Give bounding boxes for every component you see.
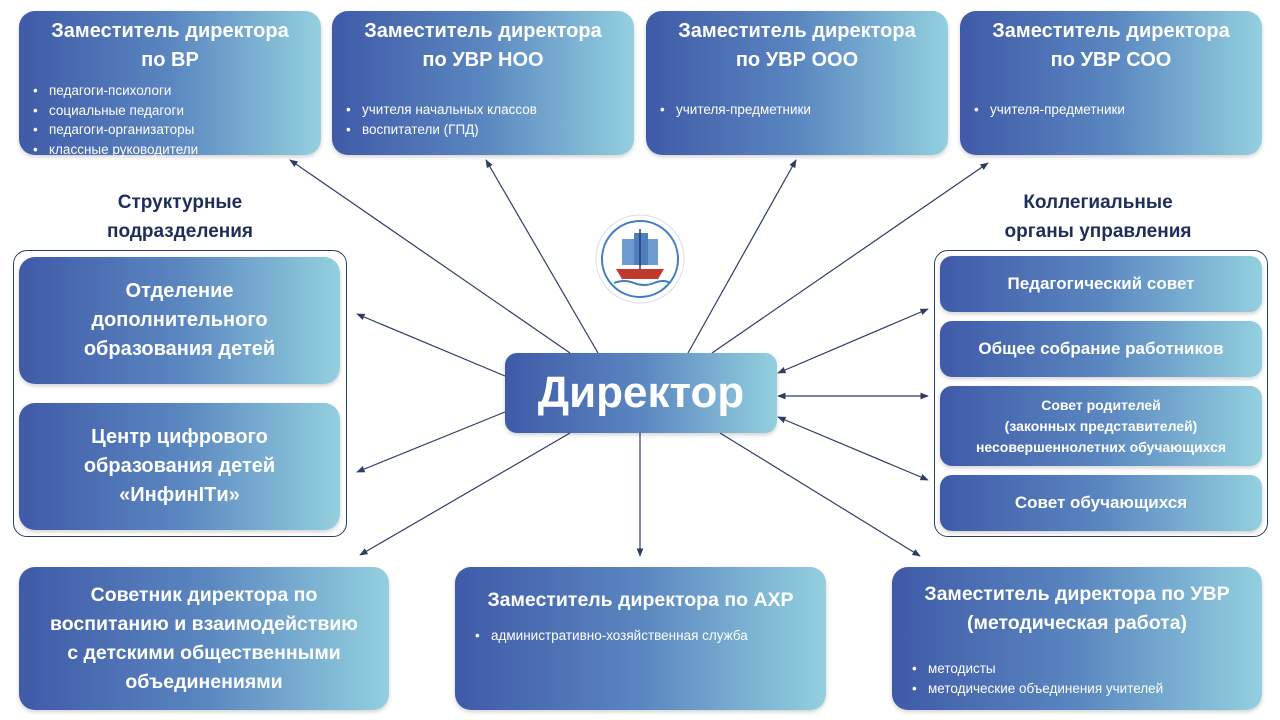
- deputy-uvr-metod-title: Заместитель директора по УВР (методическ…: [924, 583, 1230, 634]
- arrow-to-uvr-metod: [719, 432, 921, 557]
- deputy-ahr-title: Заместитель директора по АХР: [487, 589, 794, 611]
- arrow-to-noo: [485, 159, 599, 354]
- sovet-obuchayuschihsya-title: Совет обучающихся: [1014, 493, 1188, 512]
- deputy-uvr-metod-box: Заместитель директора по УВР (методическ…: [892, 567, 1262, 710]
- arrow-to-infiniti: [356, 411, 506, 473]
- deputy-uvr-noo-list: учителя начальных классов воспитатели (Г…: [332, 100, 634, 139]
- deputy-ahr-list: административно-хозяйственная служба: [455, 626, 826, 646]
- deputy-uvr-ooo-list: учителя-предметники: [646, 100, 948, 120]
- sovet-obuchayuschihsya-box: Совет обучающихся: [940, 475, 1262, 531]
- deputy-uvr-metod-list: методисты методические объединения учите…: [892, 659, 1262, 698]
- infiniti-box: Центр цифрового образования детей «Инфин…: [19, 403, 340, 530]
- infiniti-title: Центр цифрового образования детей «Инфин…: [83, 426, 276, 506]
- sobranie-box: Общее собрание работников: [940, 321, 1262, 377]
- dop-obr-title: Отделение дополнительного образования де…: [83, 280, 276, 360]
- sovetnik-title: Советник директора по воспитанию и взаим…: [50, 583, 358, 693]
- list-item: учителя начальных классов: [346, 100, 634, 120]
- director-box: Директор: [505, 353, 777, 433]
- list-item: методисты: [912, 659, 1262, 679]
- arrow-to-sovetnik: [359, 432, 571, 556]
- sovet-roditeley-title: Совет родителей (законных представителей…: [975, 396, 1227, 455]
- deputy-vr-title: Заместитель директора по ВР: [51, 20, 289, 71]
- collegial-bodies-frame: [934, 250, 1268, 537]
- arrow-to-sovet-roditeley: [777, 416, 929, 481]
- arrow-to-soo: [711, 162, 989, 354]
- deputy-vr-list: педагоги-психологи социальные педагоги п…: [19, 81, 321, 159]
- deputy-uvr-ooo-box: Заместитель директора по УВР ООО учителя…: [646, 11, 948, 155]
- arrow-to-pedsovet: [777, 308, 929, 374]
- list-item: административно-хозяйственная служба: [475, 626, 826, 646]
- list-item: методические объединения учителей: [912, 679, 1262, 699]
- deputy-ahr-box: Заместитель директора по АХР администрат…: [455, 567, 826, 710]
- list-item: социальные педагоги: [33, 101, 321, 121]
- deputy-uvr-soo-title: Заместитель директора по УВР СОО: [992, 20, 1230, 71]
- list-item: педагоги-организаторы: [33, 120, 321, 140]
- deputy-uvr-noo-title: Заместитель директора по УВР НОО: [364, 20, 602, 71]
- collegial-bodies-label: Коллегиальные органы управления: [1004, 192, 1192, 242]
- list-item: учителя-предметники: [974, 100, 1262, 120]
- arrow-to-vr: [289, 159, 571, 354]
- arrow-to-dop-obr: [356, 313, 506, 377]
- deputy-uvr-soo-list: учителя-предметники: [960, 100, 1262, 120]
- pedsovet-box: Педагогический совет: [940, 256, 1262, 312]
- list-item: педагоги-психологи: [33, 81, 321, 101]
- school-logo: [594, 213, 686, 305]
- list-item: учителя-предметники: [660, 100, 948, 120]
- deputy-uvr-ooo-title: Заместитель директора по УВР ООО: [678, 20, 916, 71]
- deputy-uvr-soo-box: Заместитель директора по УВР СОО учителя…: [960, 11, 1262, 155]
- deputy-uvr-noo-box: Заместитель директора по УВР НОО учителя…: [332, 11, 634, 155]
- ship-icon: [595, 214, 685, 304]
- arrow-to-ooo: [687, 159, 797, 354]
- deputy-vr-box: Заместитель директора по ВР педагоги-пси…: [19, 11, 321, 159]
- list-item: классные руководители: [33, 140, 321, 160]
- sobranie-title: Общее собрание работников: [978, 339, 1224, 358]
- structural-units-frame: [13, 250, 347, 537]
- pedsovet-title: Педагогический совет: [1007, 274, 1195, 293]
- director-title: Директор: [537, 368, 745, 417]
- sovet-roditeley-box: Совет родителей (законных представителей…: [940, 386, 1262, 466]
- dop-obr-box: Отделение дополнительного образования де…: [19, 257, 340, 384]
- list-item: воспитатели (ГПД): [346, 120, 634, 140]
- sovetnik-box: Советник директора по воспитанию и взаим…: [19, 567, 389, 710]
- structural-units-label: Структурные подразделения: [107, 192, 253, 242]
